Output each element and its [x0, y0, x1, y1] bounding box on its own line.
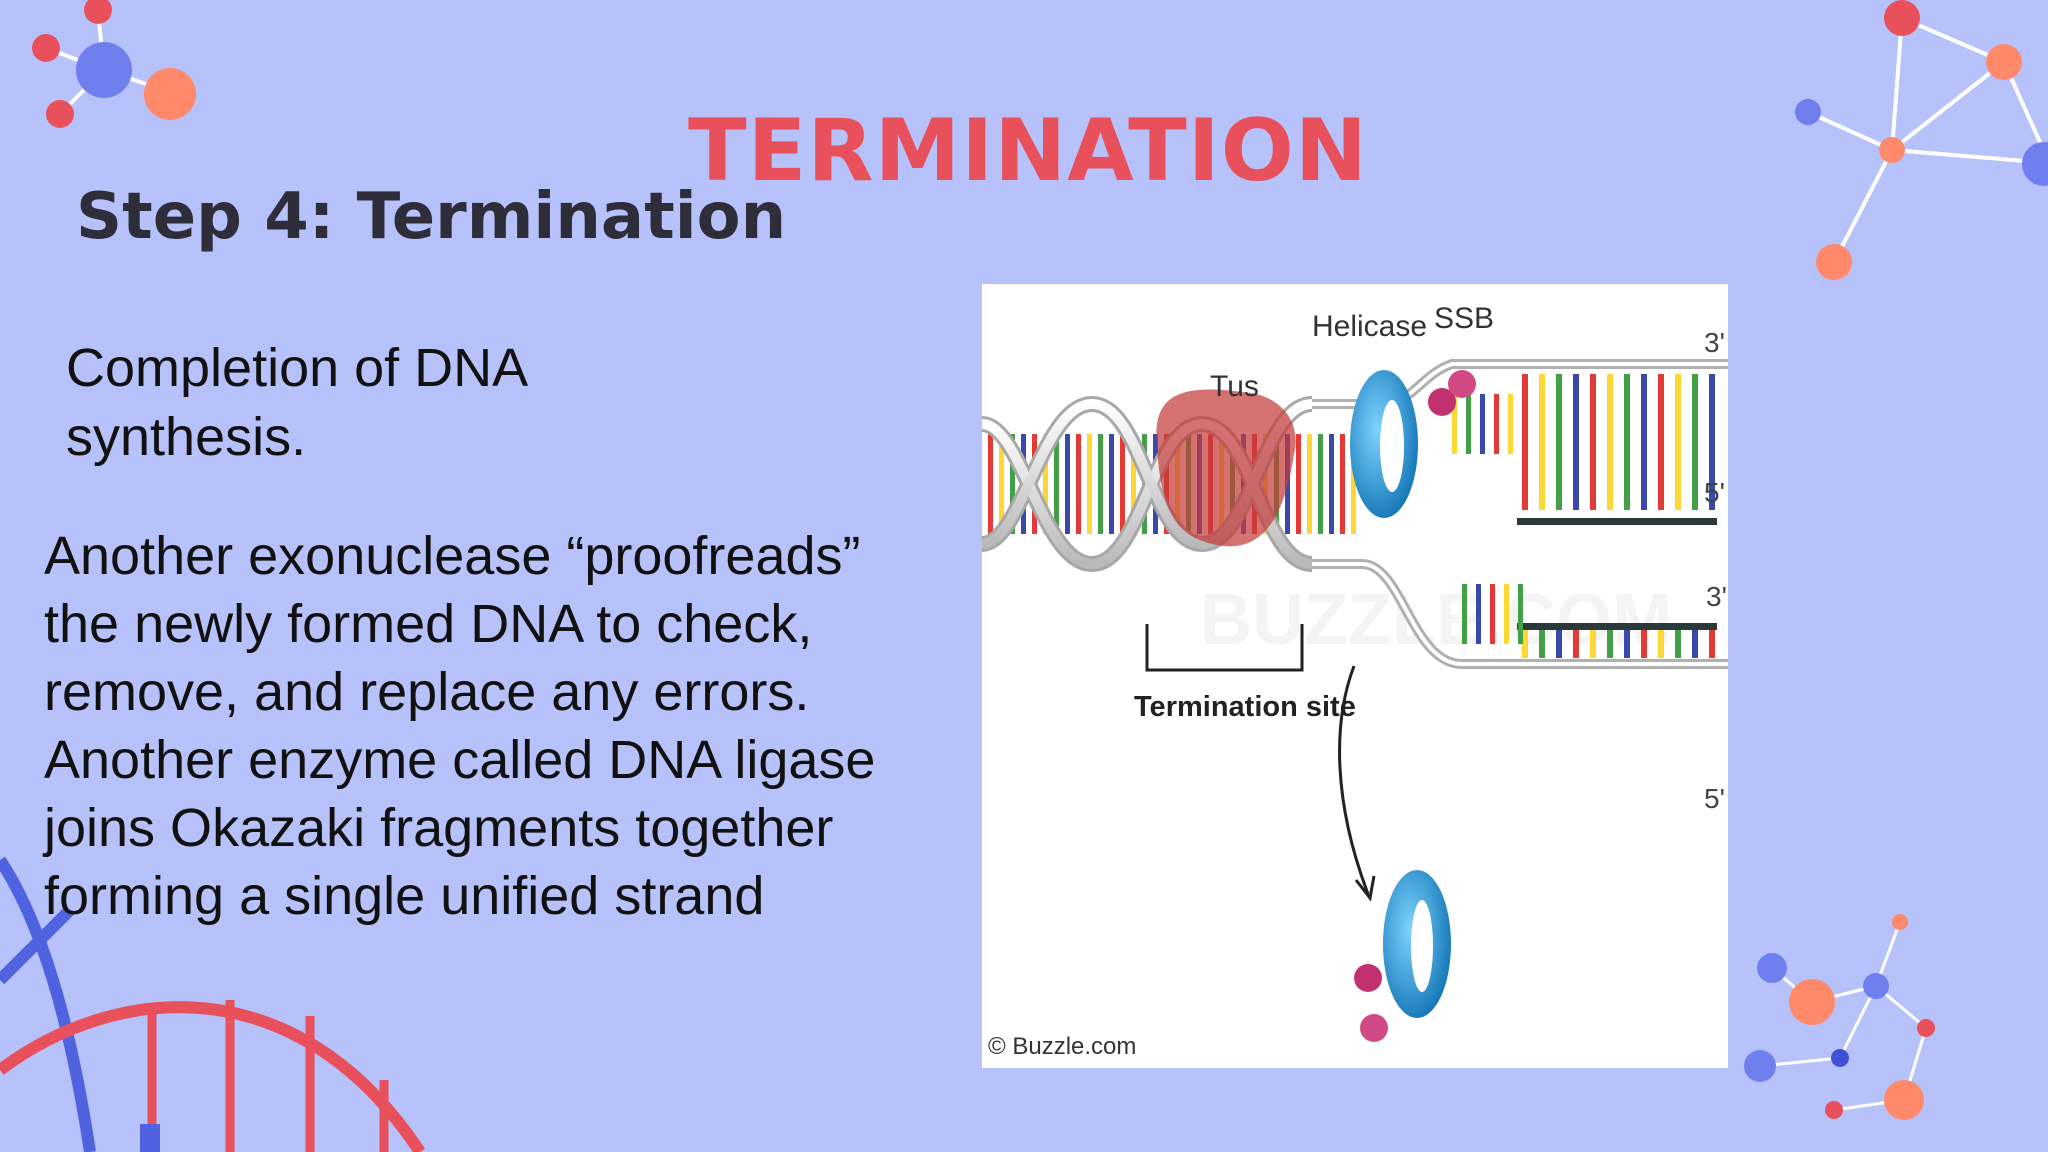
base-pair [1539, 374, 1545, 510]
helicase-ring [1350, 370, 1418, 518]
base-pair [1522, 630, 1528, 658]
base-pair [1087, 434, 1092, 534]
base-pair [1462, 584, 1467, 644]
base-pair [1452, 394, 1457, 454]
molecule-decoration-top-right [1795, 0, 2048, 280]
base-pair [1010, 434, 1015, 534]
dna-strand-decoration [0, 856, 426, 1152]
base-pair [1351, 434, 1356, 534]
base-pair [1624, 374, 1630, 510]
base-pair [1476, 584, 1481, 644]
body-line: joins Okazaki fragments together [44, 798, 834, 858]
base-pair [1709, 630, 1715, 658]
slide-title: TERMINATION [688, 101, 1368, 201]
base-pair [1307, 434, 1312, 534]
helicase-label: Helicase [1312, 310, 1427, 343]
base-pair [1522, 374, 1528, 510]
top-3prime-label: 3' [1704, 327, 1725, 358]
bottom-3prime-label: 3' [1706, 581, 1727, 612]
release-arrow [1338, 665, 1376, 902]
base-pair [1573, 630, 1579, 658]
body-text: Another exonuclease “proofreads” the new… [44, 522, 984, 930]
base-pair [1329, 434, 1334, 534]
base-pair [1641, 374, 1647, 510]
base-pair [1573, 374, 1579, 510]
base-pair [1709, 374, 1715, 510]
base-pair [1076, 434, 1081, 534]
tus-label: Tus [1210, 370, 1259, 403]
bottom-5prime-label: 5' [1704, 783, 1725, 814]
molecule-decoration-bottom-right [1744, 914, 1935, 1120]
dna-termination-diagram: BUZZLE.COM [982, 284, 1728, 1068]
base-pair [1658, 630, 1664, 658]
molecule-decoration-top-left [32, 0, 196, 128]
intro-line: Completion of DNA [66, 338, 529, 398]
credit-label: © Buzzle.com [988, 1033, 1136, 1060]
base-pair [1692, 374, 1698, 510]
tus-protein [1156, 389, 1296, 547]
base-pair [1624, 630, 1630, 658]
base-pair [988, 434, 993, 534]
base-pair [1641, 630, 1647, 658]
base-pair [1508, 394, 1513, 454]
ssb-protein [1428, 370, 1476, 416]
base-pair [1539, 630, 1545, 658]
base-pair [1658, 374, 1664, 510]
ssb-label: SSB [1434, 302, 1494, 335]
body-line: remove, and replace any errors. [44, 662, 810, 722]
base-pair [1556, 630, 1562, 658]
base-pair [1065, 434, 1070, 534]
base-pair [1490, 584, 1495, 644]
base-pair [1556, 374, 1562, 510]
slide-subtitle: Step 4: Termination [76, 180, 787, 254]
base-pair [1043, 434, 1048, 534]
termination-site-bracket [1145, 624, 1304, 672]
base-pair [1607, 374, 1613, 510]
released-helicase [1383, 870, 1451, 1018]
base-pair [1480, 394, 1485, 454]
base-pair [1675, 630, 1681, 658]
base-pair [999, 434, 1004, 534]
base-pair [1109, 434, 1114, 534]
base-pair [1590, 630, 1596, 658]
body-line: Another exonuclease “proofreads” [44, 526, 861, 586]
base-pair [1504, 584, 1509, 644]
base-pair [1296, 434, 1301, 534]
released-ssb [1354, 964, 1388, 1042]
intro-line: synthesis. [66, 407, 307, 467]
fork-bases [1452, 374, 1715, 658]
base-pair [1675, 374, 1681, 510]
new-strand-bottom [1517, 623, 1717, 630]
termination-site-label: Termination site [1134, 691, 1356, 723]
base-pair [1494, 394, 1499, 454]
base-pair [1518, 584, 1523, 644]
base-pair [1590, 374, 1596, 510]
base-pair [1131, 434, 1136, 534]
base-pair [1340, 434, 1345, 534]
base-pair [1318, 434, 1323, 534]
body-line: forming a single unified strand [44, 866, 765, 926]
intro-text: Completion of DNA synthesis. [66, 334, 626, 472]
body-line: the newly formed DNA to check, [44, 594, 813, 654]
base-pair [1466, 394, 1471, 454]
new-strand-top [1517, 518, 1717, 525]
body-line: Another enzyme called DNA ligase [44, 730, 876, 790]
base-pair [1098, 434, 1103, 534]
base-pair [1692, 630, 1698, 658]
base-pair [1607, 630, 1613, 658]
base-pair [1120, 434, 1125, 534]
top-5prime-label: 5' [1704, 477, 1725, 508]
base-pair [1054, 434, 1059, 534]
